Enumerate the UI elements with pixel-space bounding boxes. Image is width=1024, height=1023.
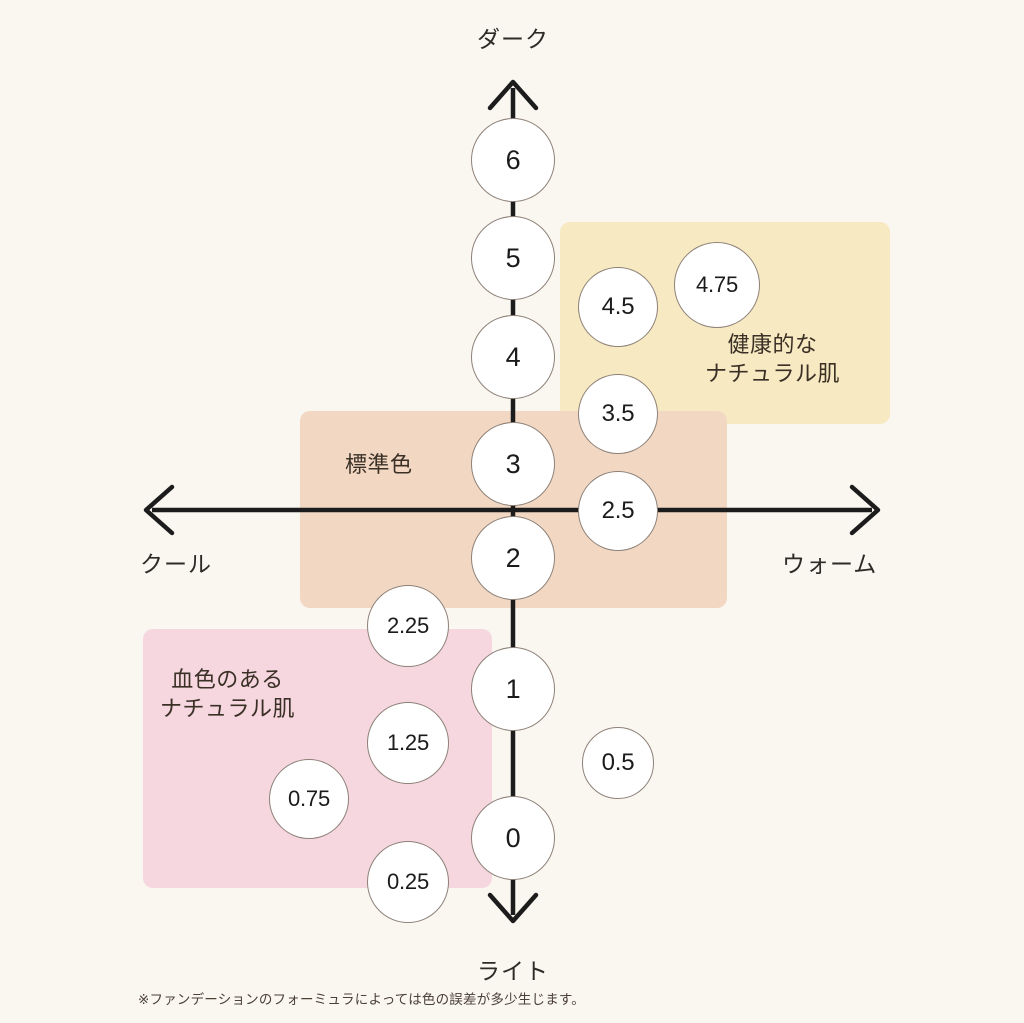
shade-node-3[interactable]: 3 — [471, 422, 555, 506]
shade-node-6[interactable]: 6 — [471, 118, 555, 202]
zone-label-rosy-natural: 血色のある ナチュラル肌 — [160, 667, 296, 722]
axis-label-warm: ウォーム — [782, 551, 878, 577]
axis-label-cool: クール — [140, 551, 212, 577]
footnote-text: ※ファンデーションのフォーミュラによっては色の誤差が多少生じます。 — [138, 992, 585, 1007]
shade-node-2-5[interactable]: 2.5 — [578, 471, 658, 551]
shade-node-0-5[interactable]: 0.5 — [582, 727, 654, 799]
shade-node-2-25[interactable]: 2.25 — [367, 585, 449, 667]
axis-label-light: ライト — [477, 958, 549, 984]
shade-node-4-75[interactable]: 4.75 — [674, 242, 760, 328]
shade-node-4-5[interactable]: 4.5 — [578, 267, 658, 347]
axis-label-dark: ダーク — [477, 26, 549, 52]
shade-node-4[interactable]: 4 — [471, 315, 555, 399]
shade-node-0-75[interactable]: 0.75 — [269, 759, 349, 839]
shade-node-3-5[interactable]: 3.5 — [578, 374, 658, 454]
zone-label-standard: 標準色 — [345, 452, 413, 477]
shade-node-0-25[interactable]: 0.25 — [367, 841, 449, 923]
shade-node-5[interactable]: 5 — [471, 216, 555, 300]
shade-node-0[interactable]: 0 — [471, 796, 555, 880]
zone-label-healthy-natural: 健康的な ナチュラル肌 — [705, 332, 841, 387]
shade-node-1[interactable]: 1 — [471, 647, 555, 731]
shade-node-2[interactable]: 2 — [471, 516, 555, 600]
shade-node-1-25[interactable]: 1.25 — [367, 702, 449, 784]
